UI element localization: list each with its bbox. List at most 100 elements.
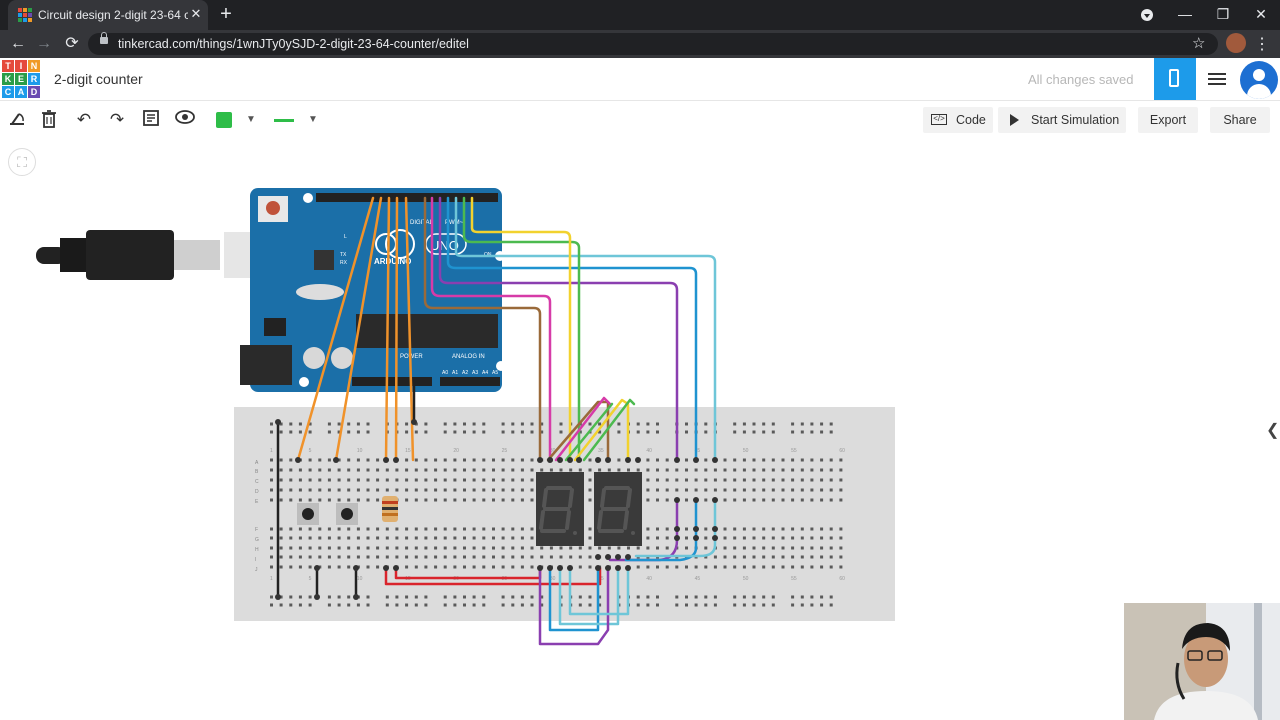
breadboard-hole[interactable] [742,527,746,531]
breadboard-hole[interactable] [318,546,322,550]
breadboard-hole[interactable] [434,488,438,492]
breadboard-hole[interactable] [733,595,737,599]
breadboard-hole[interactable] [771,488,775,492]
breadboard-hole[interactable] [839,527,843,531]
breadboard-hole[interactable] [713,565,717,569]
breadboard-hole[interactable] [656,603,659,607]
breadboard-hole[interactable] [530,468,534,472]
export-button[interactable]: Export [1138,107,1198,133]
breadboard-hole[interactable] [395,468,399,472]
breadboard-hole[interactable] [511,468,515,472]
breadboard-hole[interactable] [675,603,679,607]
breadboard-hole[interactable] [636,468,640,472]
breadboard-hole[interactable] [318,478,322,482]
breadboard-hole[interactable] [578,595,582,599]
breadboard-hole[interactable] [723,555,727,559]
breadboard-hole[interactable] [829,478,833,482]
breadboard-hole[interactable] [520,422,524,426]
breadboard-hole[interactable] [414,458,418,462]
breadboard-hole[interactable] [540,603,544,607]
breadboard-hole[interactable] [810,555,814,559]
breadboard-hole[interactable] [762,536,766,540]
breadboard-hole[interactable] [675,468,679,472]
breadboard-hole[interactable] [791,430,795,434]
breadboard-hole[interactable] [279,595,283,599]
breadboard-hole[interactable] [318,498,322,502]
breadboard-hole[interactable] [492,488,495,492]
breadboard-hole[interactable] [781,555,785,559]
breadboard-hole[interactable] [520,565,524,569]
breadboard-hole[interactable] [530,430,534,434]
breadboard-hole[interactable] [327,546,331,550]
breadboard-hole[interactable] [762,546,766,550]
breadboard-hole[interactable] [366,488,370,492]
breadboard-hole[interactable] [492,527,495,531]
breadboard-hole[interactable] [356,488,360,492]
breadboard-hole[interactable] [694,595,698,599]
breadboard-hole[interactable] [414,565,418,569]
share-button[interactable]: Share [1210,107,1270,133]
breadboard-hole[interactable] [829,498,833,502]
breadboard-hole[interactable] [472,527,476,531]
breadboard-hole[interactable] [492,468,495,472]
breadboard-hole[interactable] [685,536,688,540]
breadboard-hole[interactable] [279,603,283,607]
breadboard-hole[interactable] [829,546,833,550]
breadboard-hole[interactable] [482,488,486,492]
breadboard-hole[interactable] [810,468,814,472]
breadboard-hole[interactable] [501,498,505,502]
breadboard-hole[interactable] [376,468,380,472]
breadboard-hole[interactable] [270,498,273,502]
seven-segment-display-1[interactable] [536,472,584,546]
breadboard-hole[interactable] [376,527,380,531]
breadboard-hole[interactable] [279,498,283,502]
breadboard-hole[interactable] [791,546,795,550]
breadboard-hole[interactable] [279,565,283,569]
breadboard-hole[interactable] [588,536,592,540]
breadboard-hole[interactable] [675,595,679,599]
breadboard-hole[interactable] [453,498,457,502]
plus-icon[interactable]: + [220,3,232,25]
breadboard-hole[interactable] [308,603,312,607]
breadboard-hole[interactable] [656,430,659,434]
breadboard-hole[interactable] [752,422,756,426]
breadboard-hole[interactable] [520,468,524,472]
breadboard-hole[interactable] [742,422,746,426]
breadboard-hole[interactable] [646,488,650,492]
breadboard-hole[interactable] [520,498,524,502]
breadboard-hole[interactable] [472,488,476,492]
breadboard-hole[interactable] [366,536,370,540]
breadboard-hole[interactable] [588,555,592,559]
breadboard-hole[interactable] [434,458,438,462]
breadboard-hole[interactable] [762,458,766,462]
breadboard-hole[interactable] [685,468,688,472]
breadboard-hole[interactable] [434,565,438,569]
breadboard-hole[interactable] [366,603,370,607]
breadboard-hole[interactable] [800,546,804,550]
breadboard-hole[interactable] [472,478,476,482]
breadboard-hole[interactable] [279,488,283,492]
breadboard-hole[interactable] [472,546,476,550]
breadboard-hole[interactable] [308,478,312,482]
wire-color-swatch[interactable] [216,112,232,128]
breadboard-hole[interactable] [685,458,688,462]
breadboard-hole[interactable] [588,422,592,426]
resistor[interactable] [382,496,398,522]
breadboard-hole[interactable] [820,565,824,569]
breadboard-hole[interactable] [366,478,370,482]
breadboard-hole[interactable] [356,498,360,502]
breadboard-hole[interactable] [820,488,824,492]
breadboard-hole[interactable] [520,536,524,540]
breadboard-hole[interactable] [337,546,341,550]
breadboard-hole[interactable] [279,430,283,434]
breadboard-hole[interactable] [520,458,524,462]
breadboard-hole[interactable] [385,555,389,559]
breadboard-hole[interactable] [771,595,775,599]
breadboard-hole[interactable] [472,565,476,569]
breadboard-hole[interactable] [492,565,495,569]
breadboard-hole[interactable] [434,498,438,502]
breadboard-hole[interactable] [453,430,457,434]
breadboard-hole[interactable] [733,422,737,426]
breadboard-hole[interactable] [656,468,659,472]
breadboard-hole[interactable] [723,565,727,569]
